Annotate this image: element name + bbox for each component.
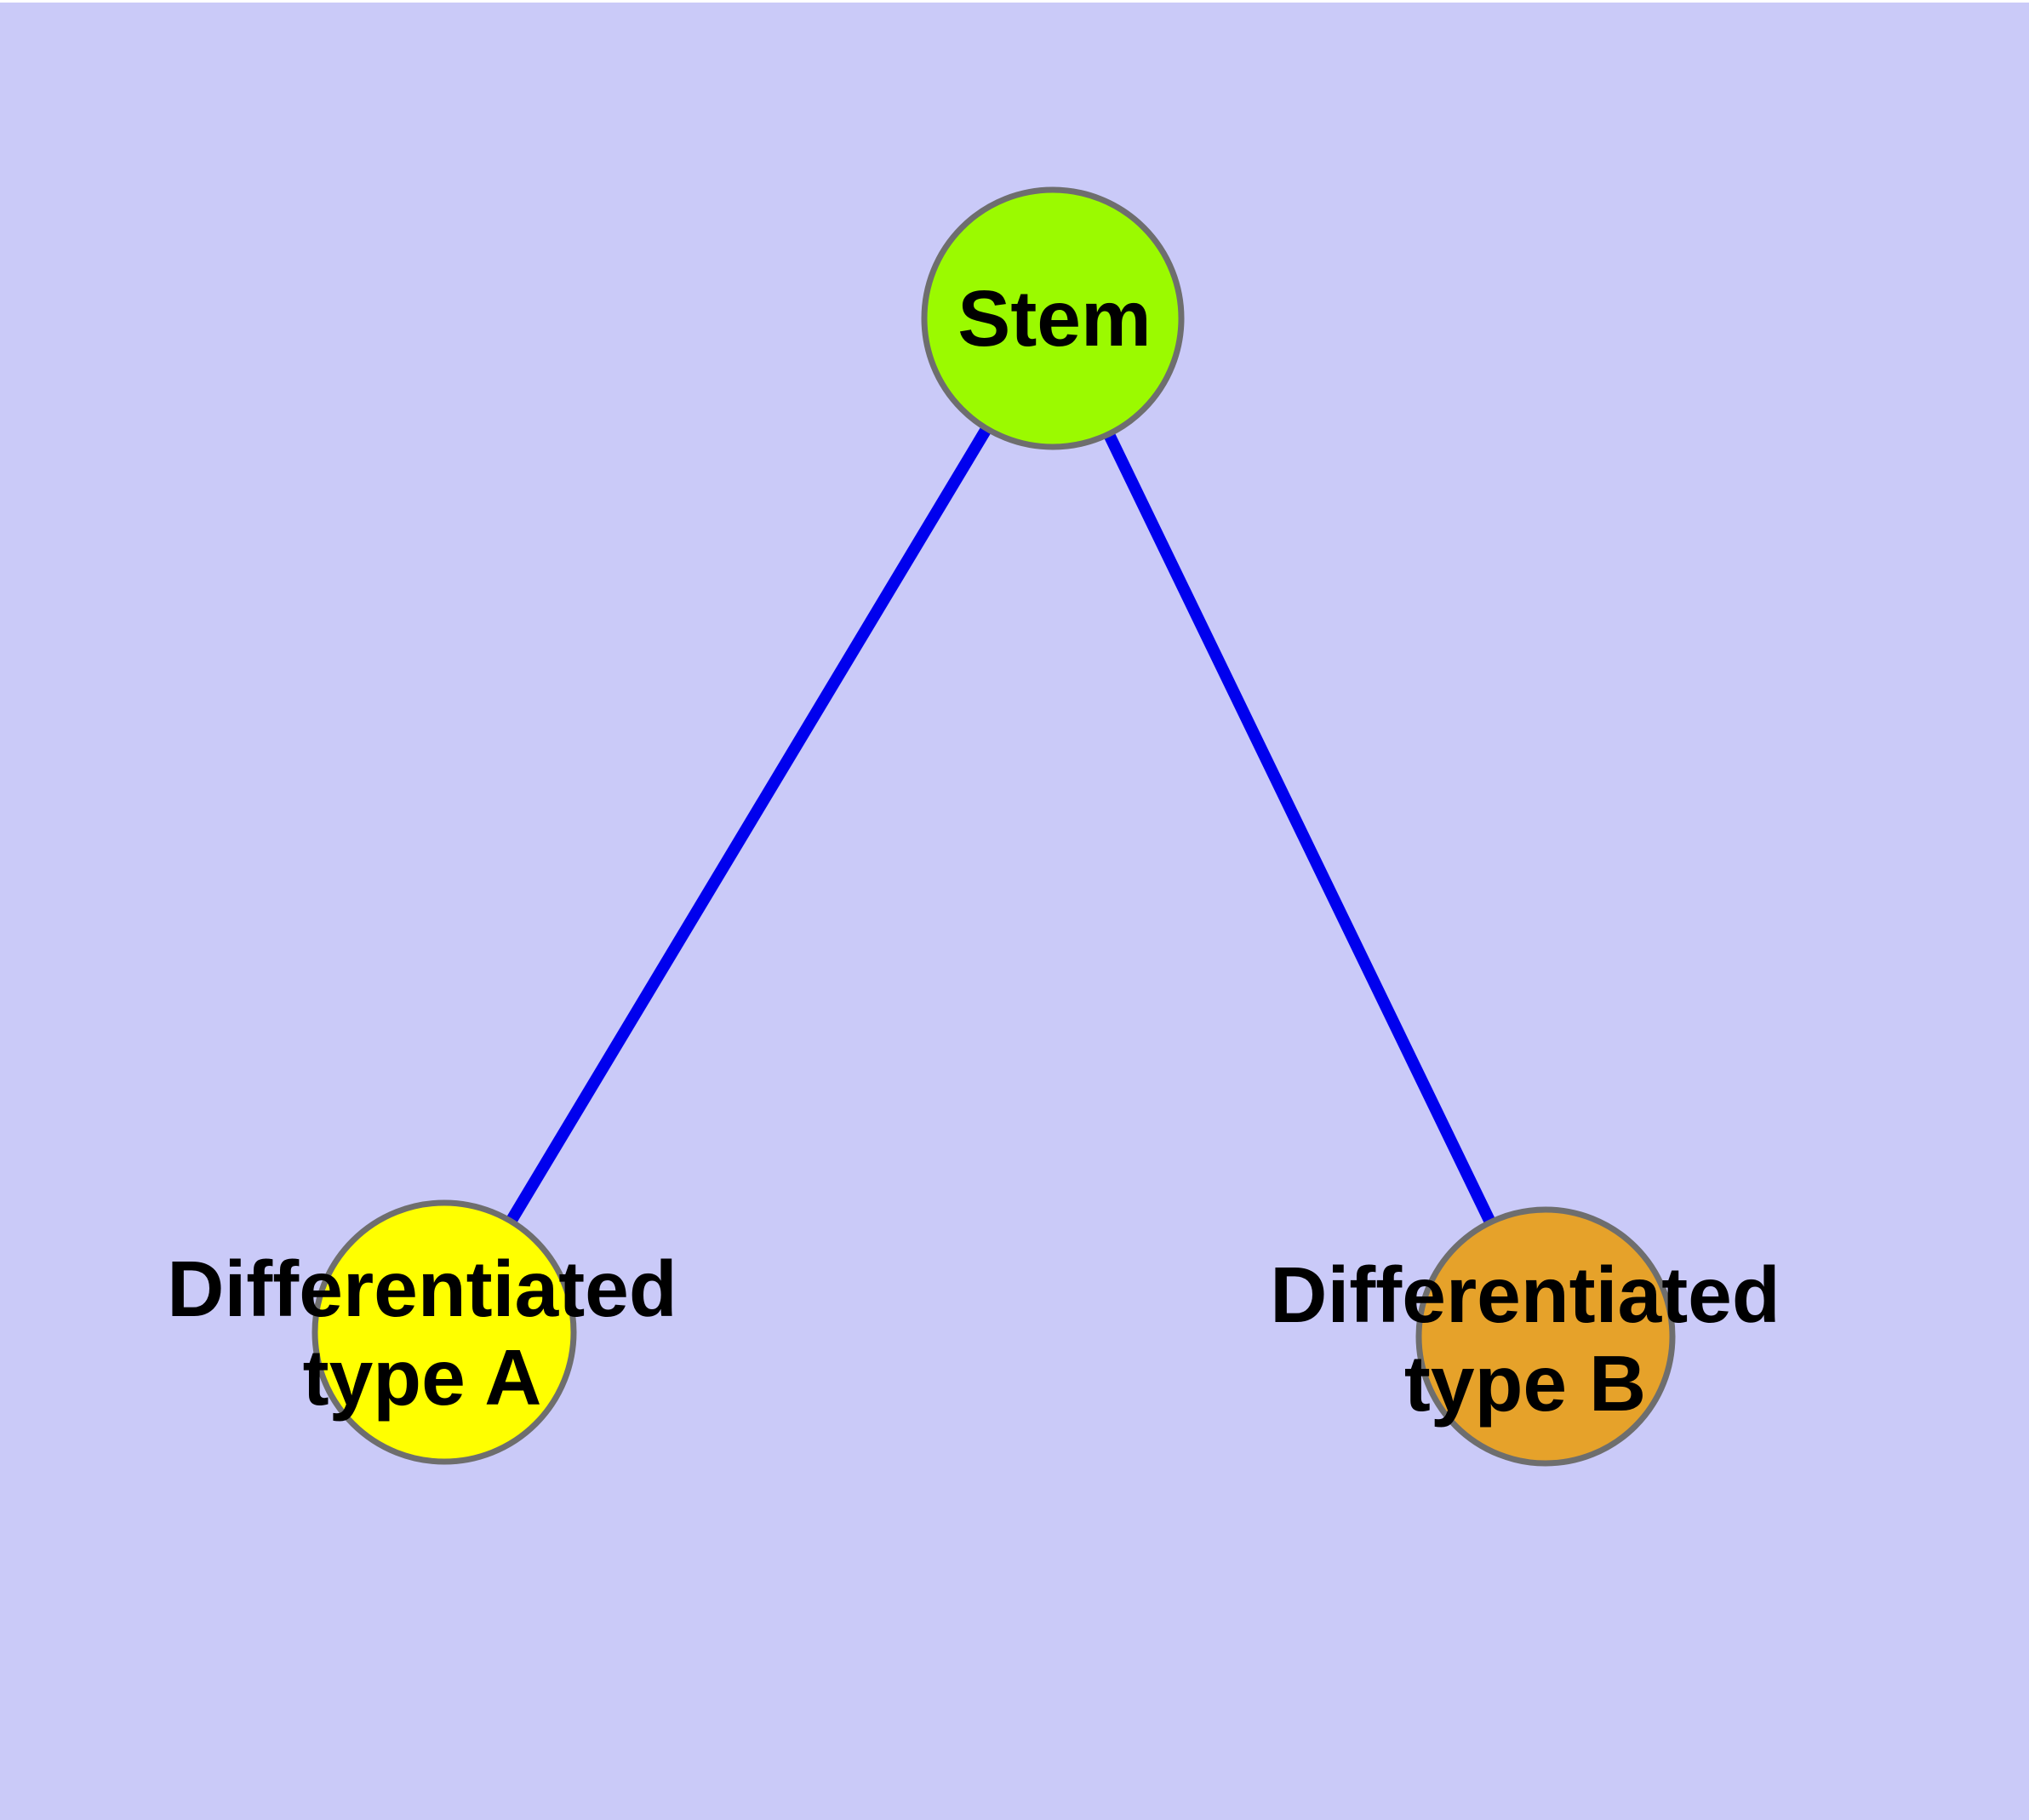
edge-stem-to-type-a xyxy=(438,315,1059,1336)
node-stem-circle xyxy=(921,186,1185,450)
node-type-b-circle xyxy=(1415,1206,1676,1467)
diagram-canvas: Stem Differentiated type A Differentiate… xyxy=(0,3,2029,1820)
node-type-a-circle xyxy=(311,1199,577,1465)
edge-stem-to-type-b xyxy=(1047,315,1552,1340)
graph-layer xyxy=(311,186,1676,1467)
